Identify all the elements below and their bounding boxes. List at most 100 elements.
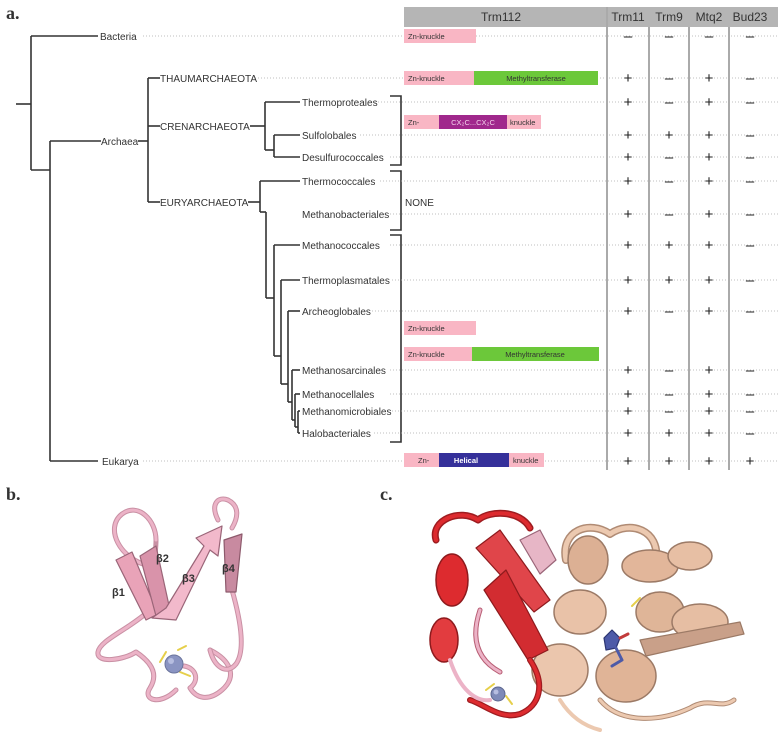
table-cell: – (665, 149, 674, 166)
table-cell: + (705, 70, 714, 87)
complex-structure (429, 509, 745, 732)
taxon-label: CRENARCHAEOTA (160, 122, 250, 133)
loop (468, 658, 541, 718)
domain-label: Zn- (408, 118, 420, 127)
taxon-label: THAUMARCHAEOTA (160, 74, 257, 85)
taxon-label: Desulfurococcales (302, 153, 384, 164)
table-cell: – (624, 28, 633, 45)
table-cell: – (665, 386, 674, 403)
taxon-label: Bacteria (100, 32, 137, 43)
table-cell: – (746, 272, 755, 289)
knuckle-domain (509, 453, 544, 467)
domain-label: knuckle (510, 118, 535, 127)
table-header: Trm112 Trm11 Trm9 Mtq2 Bud23 (404, 7, 778, 27)
zinc-highlight (493, 689, 499, 695)
loop (213, 497, 239, 530)
trm112-cartoon (429, 509, 557, 719)
panel-label-a: a. (6, 3, 20, 23)
header-bud23: Bud23 (733, 10, 768, 24)
table-cell: + (624, 303, 633, 320)
beta-strand (483, 569, 549, 661)
domain-label: Methyltransferase (505, 350, 565, 359)
table-cell: + (665, 237, 674, 254)
helix (553, 589, 607, 635)
loop (208, 588, 243, 671)
cysteine-sidechain (505, 695, 513, 705)
ligand (610, 646, 624, 668)
strand-label: β2 (156, 553, 169, 565)
taxon-label: Methanobacteriales (302, 210, 389, 221)
table-cell: – (665, 303, 674, 320)
header-trm9: Trm9 (655, 10, 683, 24)
panel-label-c: c. (380, 484, 393, 504)
table-cell: + (665, 272, 674, 289)
table-cell: – (665, 173, 674, 190)
table-cell: + (624, 206, 633, 223)
header-mtq2: Mtq2 (696, 10, 723, 24)
table-cell: + (705, 272, 714, 289)
trm112-structure: β1 β2 β3 β4 (95, 496, 244, 703)
zn-domain (404, 115, 439, 129)
loop (474, 608, 502, 674)
loop (96, 608, 178, 702)
zinc-ion (490, 686, 506, 702)
beta-strand (519, 529, 557, 575)
taxon-label: Methanococcales (302, 241, 380, 252)
panel-label-b: b. (6, 484, 21, 504)
table-cell: + (705, 362, 714, 379)
loop (562, 525, 659, 563)
table-cell: + (705, 149, 714, 166)
table-cell: – (705, 28, 714, 45)
table-cell: + (624, 453, 633, 470)
strand-label: β3 (182, 573, 195, 585)
phylogenetic-tree (16, 35, 402, 462)
cysteine-sidechain (159, 651, 167, 663)
domain-label: Zn-knuckle (408, 324, 445, 333)
loop (448, 658, 492, 703)
table-cell: + (705, 425, 714, 442)
taxon-label: Methanocellales (302, 390, 374, 401)
table-cell: + (624, 173, 633, 190)
beta-strand (639, 621, 745, 657)
domain-label: Helical (454, 456, 478, 465)
table-cell: + (705, 206, 714, 223)
taxon-label: Archaea (101, 137, 139, 148)
taxon-label: Thermococcales (302, 177, 375, 188)
domain-label: Methyltransferase (506, 74, 566, 83)
table-cell: + (705, 94, 714, 111)
table-cell: – (746, 28, 755, 45)
domain-label: Zn-knuckle (408, 32, 445, 41)
table-cell: + (705, 303, 714, 320)
table-cell: + (665, 425, 674, 442)
zinc-ion (164, 654, 184, 674)
loop (433, 511, 532, 542)
table-cell: + (624, 403, 633, 420)
table-cell: – (746, 403, 755, 420)
column-separators (606, 7, 730, 470)
table-cell: + (624, 425, 633, 442)
helix (435, 553, 469, 607)
table-cell: + (705, 453, 714, 470)
domain-label: knuckle (513, 456, 538, 465)
knuckle-domain (507, 115, 541, 129)
table-cell: – (746, 94, 755, 111)
table-cell: + (705, 173, 714, 190)
table-cell: + (624, 149, 633, 166)
ligand (603, 629, 621, 651)
zn-domain (404, 453, 439, 467)
helix (429, 617, 459, 663)
taxon-label: Sulfolobales (302, 131, 356, 142)
loop (598, 698, 736, 720)
table-cell: + (665, 127, 674, 144)
table-cell: + (705, 386, 714, 403)
header-background (404, 7, 778, 27)
none-label: NONE (405, 198, 434, 209)
table-cell: – (746, 362, 755, 379)
presence-table: ––––+–+–+–+–+++–+–+–+–+–+–+–+++–+++–+–+–… (624, 28, 755, 470)
cxxc-insertion-domain (439, 115, 507, 129)
table-cell: + (624, 237, 633, 254)
table-cell: – (746, 386, 755, 403)
table-cell: – (665, 28, 674, 45)
table-cell: – (746, 127, 755, 144)
helical-domain (439, 453, 509, 467)
